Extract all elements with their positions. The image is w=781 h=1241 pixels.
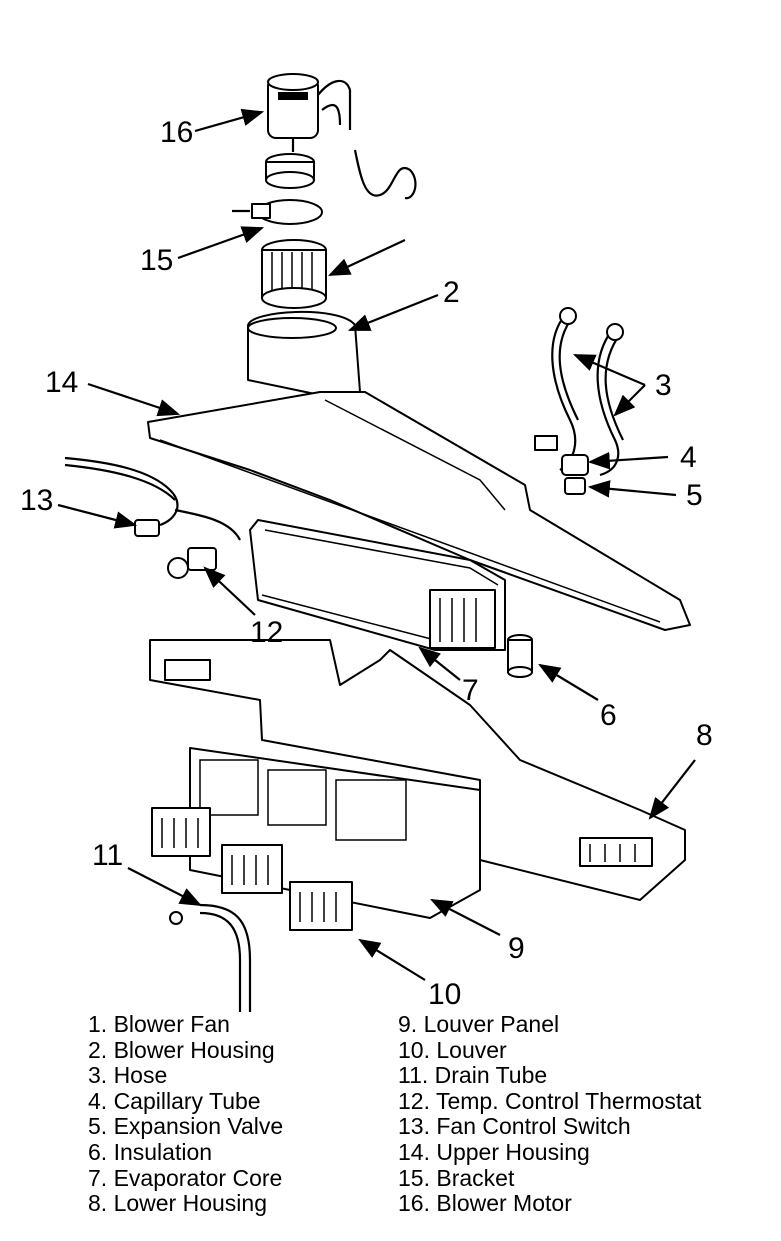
expansion-valve bbox=[534, 435, 589, 495]
callout-9: 9 bbox=[508, 932, 525, 965]
callout-7: 7 bbox=[462, 674, 479, 707]
callout-5: 5 bbox=[686, 479, 703, 512]
evaporator-core bbox=[249, 519, 506, 651]
legend-item: 5. Expansion Valve bbox=[88, 1113, 284, 1140]
callout-16: 16 bbox=[160, 116, 193, 149]
legend-item: 7. Evaporator Core bbox=[88, 1164, 283, 1191]
hoses bbox=[551, 307, 624, 477]
legend-item: 13. Fan Control Switch bbox=[398, 1113, 631, 1140]
legend-item: 4. Capillary Tube bbox=[88, 1087, 261, 1114]
legend-item: 10. Louver bbox=[398, 1036, 507, 1063]
legend-item: 14. Upper Housing bbox=[398, 1138, 590, 1165]
legend-item: 3. Hose bbox=[88, 1062, 168, 1089]
bracket bbox=[232, 199, 323, 225]
callout-8: 8 bbox=[696, 719, 713, 752]
callout-14: 14 bbox=[45, 366, 78, 399]
upper-housing bbox=[147, 391, 691, 631]
blower-fan bbox=[261, 153, 327, 309]
legend-item: 11. Drain Tube bbox=[398, 1062, 548, 1089]
callout-15: 15 bbox=[140, 244, 173, 277]
callout-12: 12 bbox=[250, 616, 283, 649]
leader-arrows bbox=[57, 108, 696, 981]
legend-left-column: 1. Blower Fan 2. Blower Housing 3. Hose … bbox=[88, 1011, 284, 1217]
callout-13: 13 bbox=[20, 484, 53, 517]
legend-item: 1. Blower Fan bbox=[88, 1011, 230, 1037]
legend-item: 12. Temp. Control Thermostat bbox=[398, 1087, 702, 1114]
louvers bbox=[151, 807, 353, 931]
legend-item: 15. Bracket bbox=[398, 1164, 515, 1191]
callout-4: 4 bbox=[680, 441, 697, 474]
legend-item: 6. Insulation bbox=[88, 1138, 213, 1165]
callout-10: 10 bbox=[428, 978, 461, 1011]
legend-item: 16. Blower Motor bbox=[398, 1190, 572, 1217]
lower-housing bbox=[149, 639, 686, 901]
callout-3: 3 bbox=[655, 369, 672, 402]
callout-labels: 16 15 2 3 4 5 14 13 12 7 6 8 11 9 10 bbox=[20, 116, 713, 1011]
temp-control-thermostat bbox=[167, 547, 217, 579]
legend-item: 9. Louver Panel bbox=[398, 1011, 560, 1037]
legend-item: 2. Blower Housing bbox=[88, 1036, 275, 1063]
blower-motor bbox=[267, 73, 417, 200]
legend-item: 8. Lower Housing bbox=[88, 1190, 267, 1217]
callout-2: 2 bbox=[443, 276, 460, 309]
callout-11: 11 bbox=[92, 839, 123, 872]
blower-housing bbox=[247, 311, 361, 396]
legend-right-column: 9. Louver Panel 10. Louver 11. Drain Tub… bbox=[398, 1011, 702, 1217]
callout-6: 6 bbox=[600, 699, 617, 732]
insulation bbox=[507, 634, 533, 678]
fan-control-switch bbox=[64, 456, 241, 541]
drain-tube bbox=[169, 903, 252, 1012]
